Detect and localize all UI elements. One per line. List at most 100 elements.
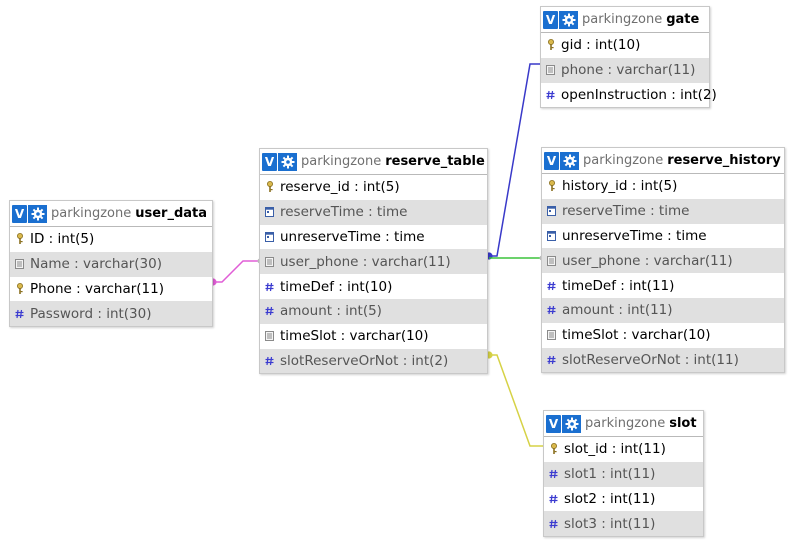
database-name: parkingzone <box>301 154 382 169</box>
column-row[interactable]: ID : int(5) <box>10 227 212 252</box>
column-row[interactable]: gid : int(10) <box>541 33 709 58</box>
column-row[interactable]: phone : varchar(11) <box>541 57 709 83</box>
toggle-columns-icon[interactable]: V <box>544 151 559 170</box>
column-row[interactable]: reserveTime : time <box>542 198 784 224</box>
column-row[interactable]: Phone : varchar(11) <box>10 277 212 302</box>
table-name: reserve_table <box>385 154 485 169</box>
relation-line-reserve-slot <box>489 354 543 447</box>
column-label: timeDef : int(11) <box>562 277 675 294</box>
gear-icon[interactable] <box>28 204 47 223</box>
column-label: phone : varchar(11) <box>561 62 696 79</box>
column-label: unreserveTime : time <box>280 228 425 245</box>
column-row[interactable]: Name : varchar(30) <box>10 251 212 277</box>
primary-key-icon <box>15 233 24 245</box>
column-row[interactable]: reserveTime : time <box>260 199 487 225</box>
table-name: slot <box>669 416 697 431</box>
column-label: reserveTime : time <box>562 203 690 220</box>
number-type-icon <box>265 355 274 367</box>
toggle-columns-icon[interactable]: V <box>262 152 277 171</box>
table-name: reserve_history <box>667 153 781 168</box>
column-label: user_phone : varchar(11) <box>562 252 733 269</box>
column-label: slot1 : int(11) <box>564 466 656 483</box>
primary-key-icon <box>547 180 556 192</box>
gear-icon[interactable] <box>562 414 581 433</box>
number-type-icon <box>547 304 556 316</box>
number-type-icon <box>265 281 274 293</box>
gear-icon[interactable] <box>278 152 297 171</box>
column-row[interactable]: user_phone : varchar(11) <box>260 249 487 275</box>
column-label: Name : varchar(30) <box>30 256 162 273</box>
column-label: slotReserveOrNot : int(11) <box>562 351 739 368</box>
time-type-icon <box>547 205 556 217</box>
toggle-columns-icon[interactable]: V <box>546 414 561 433</box>
column-label: gid : int(10) <box>561 37 641 54</box>
column-row[interactable]: timeDef : int(10) <box>260 274 487 299</box>
gear-icon[interactable] <box>560 151 579 170</box>
column-row[interactable]: amount : int(11) <box>542 297 784 323</box>
database-name: parkingzone <box>582 12 663 27</box>
toggle-columns-icon[interactable]: V <box>12 204 27 223</box>
column-row[interactable]: timeDef : int(11) <box>542 273 784 298</box>
text-type-icon <box>15 258 24 270</box>
column-row[interactable]: slot_id : int(11) <box>544 437 703 462</box>
table-name: user_data <box>135 206 208 221</box>
time-type-icon <box>547 230 556 242</box>
time-type-icon <box>265 206 274 218</box>
column-label: amount : int(5) <box>280 303 382 320</box>
column-row[interactable]: unreserveTime : time <box>542 224 784 249</box>
toggle-columns-icon[interactable]: V <box>543 10 558 29</box>
time-type-icon <box>265 231 274 243</box>
column-label: history_id : int(5) <box>562 178 678 195</box>
number-type-icon <box>549 493 558 505</box>
text-type-icon <box>546 64 555 76</box>
column-row[interactable]: history_id : int(5) <box>542 174 784 199</box>
column-label: reserveTime : time <box>280 204 408 221</box>
gear-icon[interactable] <box>559 10 578 29</box>
column-row[interactable]: user_phone : varchar(11) <box>542 248 784 274</box>
column-label: reserve_id : int(5) <box>280 179 400 196</box>
number-type-icon <box>549 518 558 530</box>
column-row[interactable]: timeSlot : varchar(10) <box>542 323 784 348</box>
number-type-icon <box>547 354 556 366</box>
column-row[interactable]: unreserveTime : time <box>260 225 487 250</box>
column-row[interactable]: slot3 : int(11) <box>544 511 703 537</box>
relation-line-user-reserve <box>213 260 260 283</box>
column-label: slot2 : int(11) <box>564 490 656 507</box>
column-row[interactable]: reserve_id : int(5) <box>260 175 487 200</box>
column-label: Phone : varchar(11) <box>30 280 164 297</box>
primary-key-icon <box>546 39 555 51</box>
column-label: slot_id : int(11) <box>564 441 666 458</box>
column-row[interactable]: slot2 : int(11) <box>544 487 703 512</box>
number-type-icon <box>547 280 556 292</box>
column-label: timeDef : int(10) <box>280 278 393 295</box>
number-type-icon <box>546 89 555 101</box>
column-label: ID : int(5) <box>30 231 95 248</box>
column-row[interactable]: timeSlot : varchar(10) <box>260 324 487 349</box>
column-row[interactable]: openInstruction : int(2) <box>541 83 717 108</box>
column-label: timeSlot : varchar(10) <box>280 328 429 345</box>
primary-key-icon <box>549 443 558 455</box>
column-label: Password : int(30) <box>30 305 152 322</box>
column-label: slot3 : int(11) <box>564 515 656 532</box>
column-label: unreserveTime : time <box>562 227 707 244</box>
primary-key-icon <box>265 181 274 193</box>
column-row[interactable]: slotReserveOrNot : int(11) <box>542 347 784 373</box>
column-row[interactable]: slotReserveOrNot : int(2) <box>260 348 487 374</box>
number-type-icon <box>265 305 274 317</box>
column-row[interactable]: slot1 : int(11) <box>544 461 703 487</box>
column-label: timeSlot : varchar(10) <box>562 327 711 344</box>
table-name: gate <box>666 12 700 27</box>
column-row[interactable]: amount : int(5) <box>260 298 487 324</box>
text-type-icon <box>265 330 274 342</box>
column-row[interactable]: Password : int(30) <box>10 301 212 327</box>
